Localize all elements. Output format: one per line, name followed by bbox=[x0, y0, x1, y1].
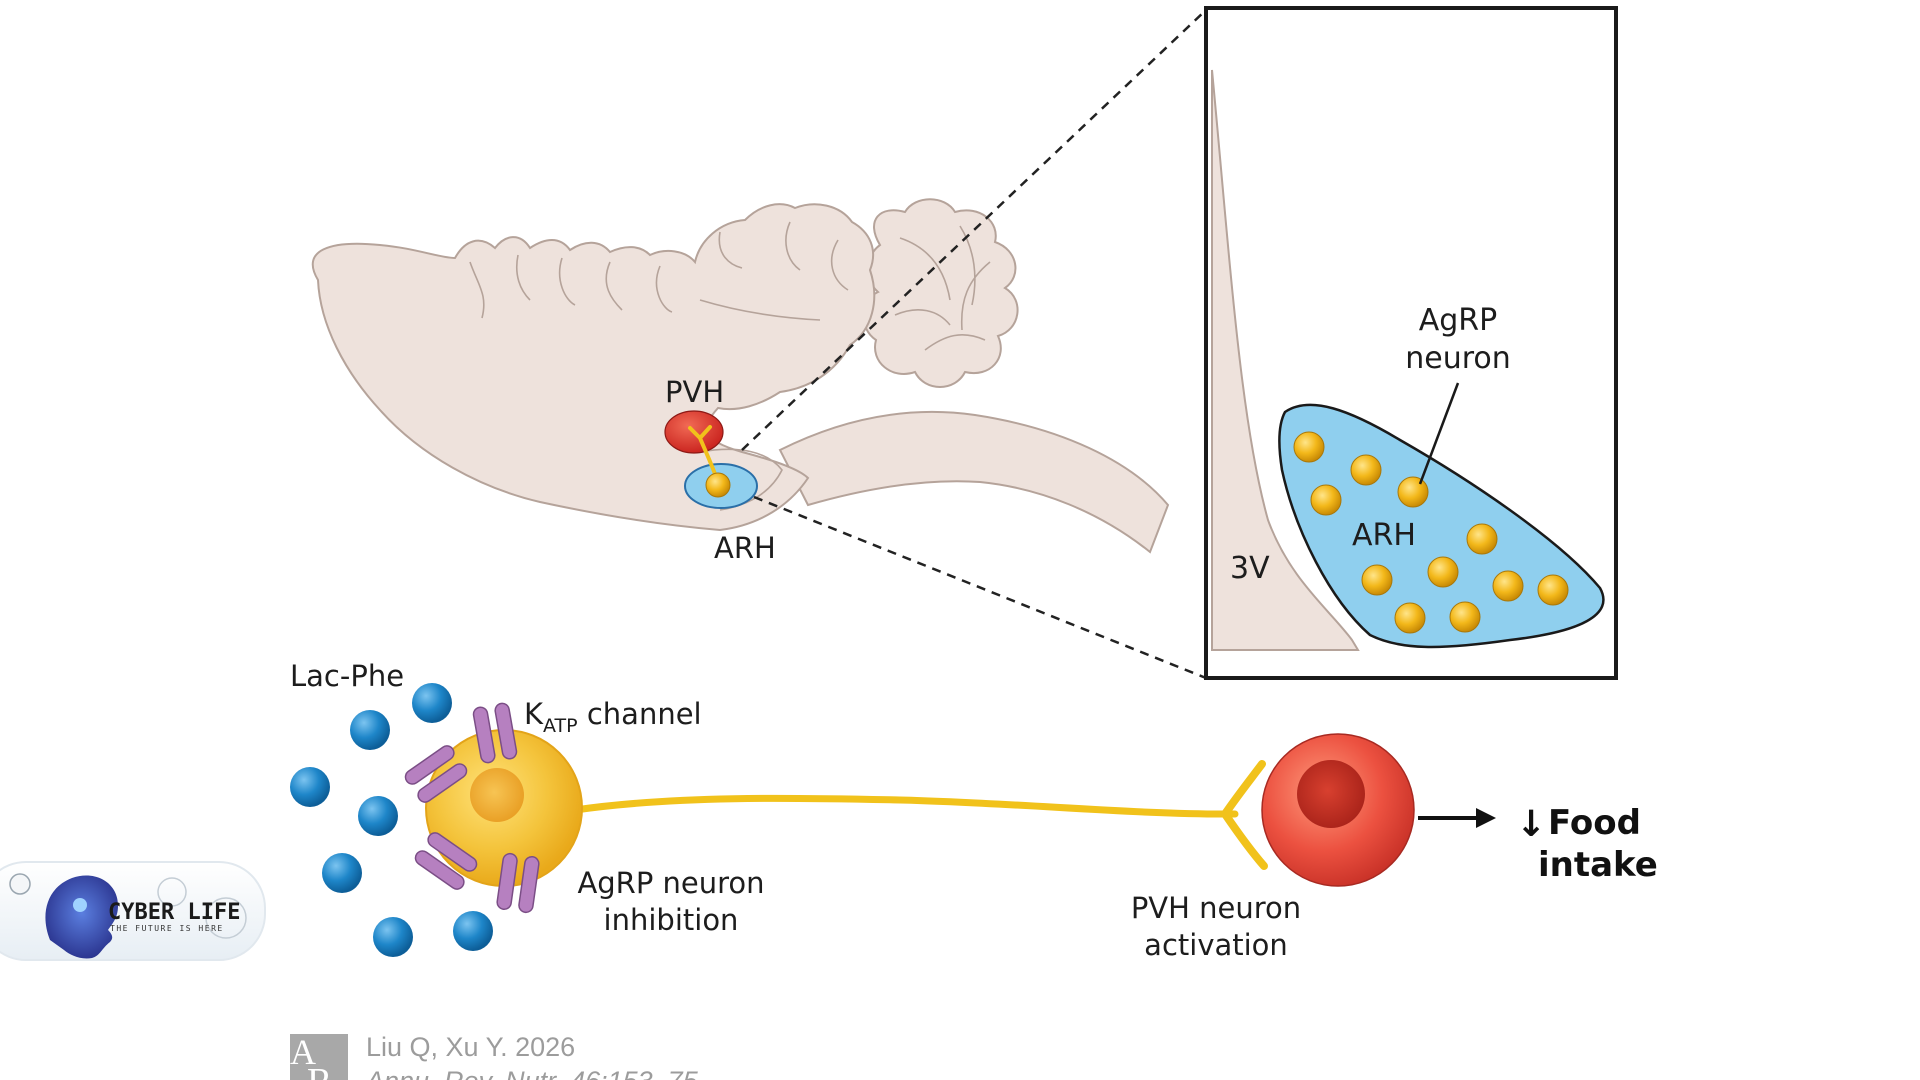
watermark-brand: CYBER LIFE bbox=[108, 900, 240, 925]
agrp-neuron bbox=[1427, 556, 1459, 588]
agrp-inhibition-label-line1: AgRP neuron bbox=[577, 866, 764, 900]
lac-phe-label: Lac-Phe bbox=[290, 659, 404, 693]
cerebrum-shape bbox=[311, 203, 876, 532]
zoom-box: 3V ARH AgRP neuron bbox=[1204, 6, 1618, 680]
pvh-activation-label-line2: activation bbox=[1144, 928, 1288, 962]
agrp-neuron-label-line1: AgRP bbox=[1419, 303, 1498, 338]
lac-phe-molecules bbox=[290, 683, 493, 957]
brainstem-shape bbox=[778, 410, 1170, 554]
cyber-life-watermark: CYBER LIFE THE FUTURE IS HERE bbox=[0, 861, 266, 961]
agrp-neurons-cluster bbox=[1293, 431, 1569, 634]
lac-phe-molecule bbox=[373, 917, 413, 957]
watermark-head-icon bbox=[45, 875, 118, 959]
katp-channel bbox=[414, 832, 478, 890]
citation-authors: Liu Q, Xu Y. 2026 bbox=[366, 1032, 575, 1062]
watermark-bubble-icon bbox=[205, 897, 247, 939]
agrp-neuron bbox=[1397, 476, 1429, 508]
katp-subscript: ATP bbox=[543, 715, 578, 737]
agrp-neuron bbox=[1361, 564, 1393, 596]
katp-channel bbox=[404, 745, 468, 803]
arh-label-zoom: ARH bbox=[1352, 518, 1416, 553]
katp-channel bbox=[496, 852, 540, 914]
third-ventricle-label: 3V bbox=[1230, 551, 1270, 586]
brain-sagittal-section: PVH ARH bbox=[311, 198, 1170, 565]
pvh-label: PVH bbox=[665, 375, 724, 409]
annual-reviews-logo-box bbox=[290, 1034, 348, 1080]
zoom-lines bbox=[741, 9, 1207, 680]
agrp-neuron bbox=[1293, 431, 1325, 463]
watermark-bubble-icon bbox=[9, 873, 31, 895]
lac-phe-molecule bbox=[453, 911, 493, 951]
agrp-inhibition-label-line2: inhibition bbox=[604, 903, 739, 937]
lac-phe-molecule bbox=[350, 710, 390, 750]
food-intake-label-line2: intake bbox=[1538, 845, 1658, 885]
agrp-neuron-leader-line bbox=[1418, 382, 1460, 485]
outcome-arrow bbox=[1418, 808, 1496, 828]
agrp-axon bbox=[571, 794, 1239, 818]
third-ventricle-wall bbox=[1211, 69, 1360, 651]
cerebellum-shape bbox=[862, 198, 1019, 388]
agrp-neuron bbox=[1492, 570, 1524, 602]
agrp-neuron-label-line2: neuron bbox=[1405, 341, 1511, 376]
lac-phe-molecule bbox=[322, 853, 362, 893]
food-intake-down-arrow: ↓ bbox=[1516, 804, 1546, 845]
axon-synaptic-terminal bbox=[1221, 760, 1268, 870]
agrp-neuron bbox=[1350, 454, 1382, 486]
lac-phe-molecule bbox=[358, 796, 398, 836]
lac-phe-molecule bbox=[412, 683, 452, 723]
mechanism-panel: Lac-Phe KATP channel AgRP neuron inhibit… bbox=[290, 659, 1658, 962]
agrp-neuron-nucleus bbox=[470, 768, 524, 822]
agrp-neuron bbox=[1310, 484, 1342, 516]
annual-reviews-logo-r: R bbox=[307, 1061, 333, 1080]
lac-phe-molecule bbox=[290, 767, 330, 807]
katp-channel-label: KATP channel bbox=[524, 697, 702, 737]
agrp-neuron bbox=[1466, 523, 1498, 555]
katp-channel-word: channel bbox=[578, 697, 702, 731]
arh-label-brain: ARH bbox=[714, 531, 776, 565]
food-intake-label-line1: Food bbox=[1548, 803, 1641, 843]
citation-journal: Annu. Rev. Nutr. 46:153–75 bbox=[364, 1066, 699, 1080]
katp-channel bbox=[472, 702, 518, 764]
katp-k: K bbox=[524, 697, 544, 731]
agrp-neuron bbox=[1449, 601, 1481, 633]
citation-block: A R Liu Q, Xu Y. 2026 Annu. Rev. Nutr. 4… bbox=[290, 1032, 699, 1080]
watermark-eye-icon bbox=[73, 898, 87, 912]
pvh-neuron-nucleus bbox=[1297, 760, 1365, 828]
zoom-line-top bbox=[741, 9, 1207, 451]
watermark-bubble-icon bbox=[157, 877, 187, 907]
agrp-neuron-small bbox=[705, 472, 731, 498]
cerebellum-folds bbox=[894, 225, 991, 351]
agrp-neuron bbox=[1537, 574, 1569, 606]
pvh-activation-label-line1: PVH neuron bbox=[1131, 891, 1301, 925]
zoom-line-bottom bbox=[753, 495, 1207, 680]
agrp-neuron bbox=[1394, 602, 1426, 634]
watermark-tagline: THE FUTURE IS HERE bbox=[110, 924, 224, 933]
annual-reviews-logo-a: A bbox=[290, 1032, 316, 1072]
cerebrum-sulci bbox=[469, 221, 849, 321]
